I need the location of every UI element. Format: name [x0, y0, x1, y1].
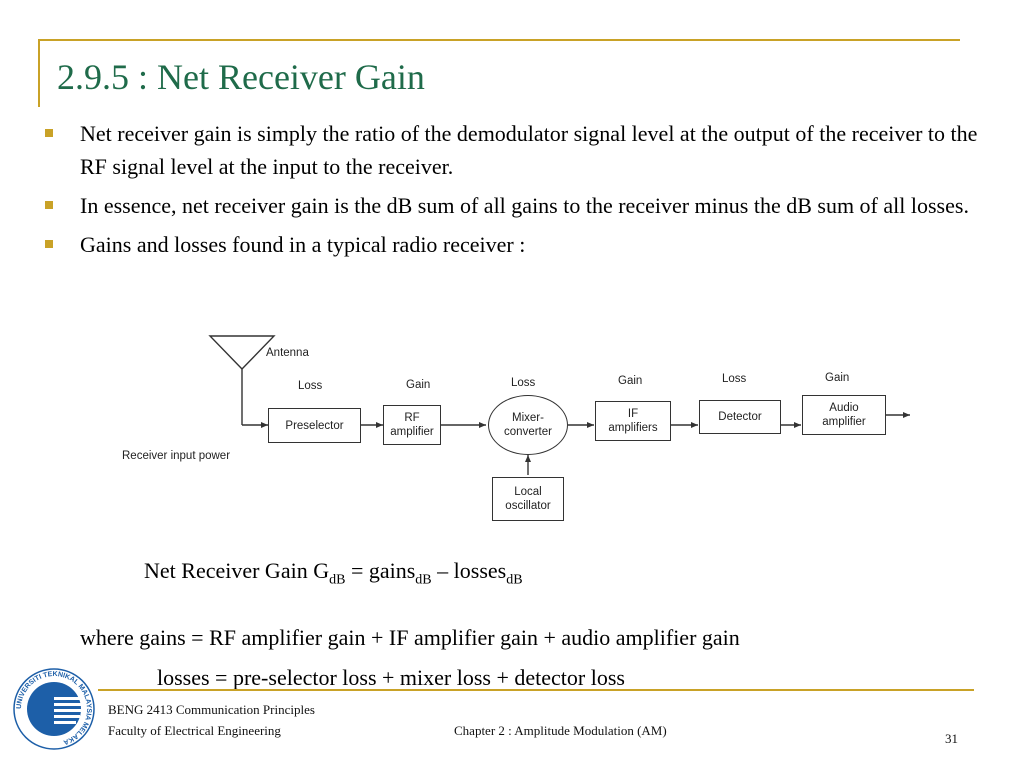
- bullet-item: In essence, net receiver gain is the dB …: [44, 189, 994, 222]
- bullet-text: In essence, net receiver gain is the dB …: [80, 193, 969, 218]
- university-logo: UNIVERSITI TEKNIKAL MALAYSIA MELAKA: [13, 668, 95, 750]
- square-bullet-icon: [45, 129, 53, 137]
- title-frame-top-rule: [38, 39, 960, 41]
- formula-gains: = gains: [345, 558, 416, 583]
- formula-prefix: Net Receiver Gain G: [144, 558, 330, 583]
- preselector-tag: Loss: [298, 380, 323, 392]
- mixer-converter-block: Mixer- converter: [488, 395, 568, 455]
- bullet-list: Net receiver gain is simply the ratio of…: [44, 117, 994, 267]
- receiver-block-diagram: Antenna Receiver input power Loss Presel…: [118, 325, 918, 525]
- losses-definition: losses = pre-selector loss + mixer loss …: [157, 665, 625, 690]
- antenna-label: Antenna: [266, 347, 309, 359]
- course-name: BENG 2413 Communication Principles: [108, 702, 315, 717]
- square-bullet-icon: [45, 201, 53, 209]
- audio-amplifier-block: Audio amplifier: [802, 395, 886, 435]
- local-oscillator-block: Local oscillator: [492, 477, 564, 521]
- gains-definition: where gains = RF amplifier gain + IF amp…: [80, 625, 740, 650]
- rf-amplifier-tag: Gain: [406, 379, 431, 391]
- faculty-name: Faculty of Electrical Engineering: [108, 723, 281, 738]
- bullet-text: Gains and losses found in a typical radi…: [80, 232, 526, 257]
- if-amplifiers-tag: Gain: [618, 375, 643, 387]
- if-amplifiers-block: IF amplifiers: [595, 401, 671, 441]
- formula-sub-db: dB: [329, 572, 346, 588]
- net-gain-formula: Net Receiver Gain GdB = gainsdB – losses…: [144, 556, 523, 595]
- formula-sub-db: dB: [415, 572, 432, 588]
- input-power-label: Receiver input power: [122, 450, 231, 462]
- slide-title: 2.9.5 : Net Receiver Gain: [57, 57, 425, 97]
- rf-amplifier-block: RF amplifier: [383, 405, 441, 445]
- diagram-connectors: [208, 335, 910, 475]
- bullet-item: Gains and losses found in a typical radi…: [44, 228, 994, 261]
- page-number: 31: [945, 731, 958, 746]
- antenna-icon: [208, 335, 276, 371]
- chapter-title: Chapter 2 : Amplitude Modulation (AM): [454, 723, 667, 738]
- preselector-block: Preselector: [268, 408, 361, 443]
- audio-amplifier-tag: Gain: [825, 372, 850, 384]
- bullet-text: Net receiver gain is simply the ratio of…: [80, 121, 978, 179]
- bullet-item: Net receiver gain is simply the ratio of…: [44, 117, 994, 183]
- square-bullet-icon: [45, 240, 53, 248]
- formula-losses: – losses: [431, 558, 507, 583]
- footer-rule: [98, 689, 974, 691]
- mixer-converter-tag: Loss: [511, 377, 536, 389]
- detector-block: Detector: [699, 400, 781, 434]
- title-frame-left-rule: [38, 39, 40, 107]
- formula-sub-db: dB: [506, 572, 523, 588]
- detector-tag: Loss: [722, 373, 747, 385]
